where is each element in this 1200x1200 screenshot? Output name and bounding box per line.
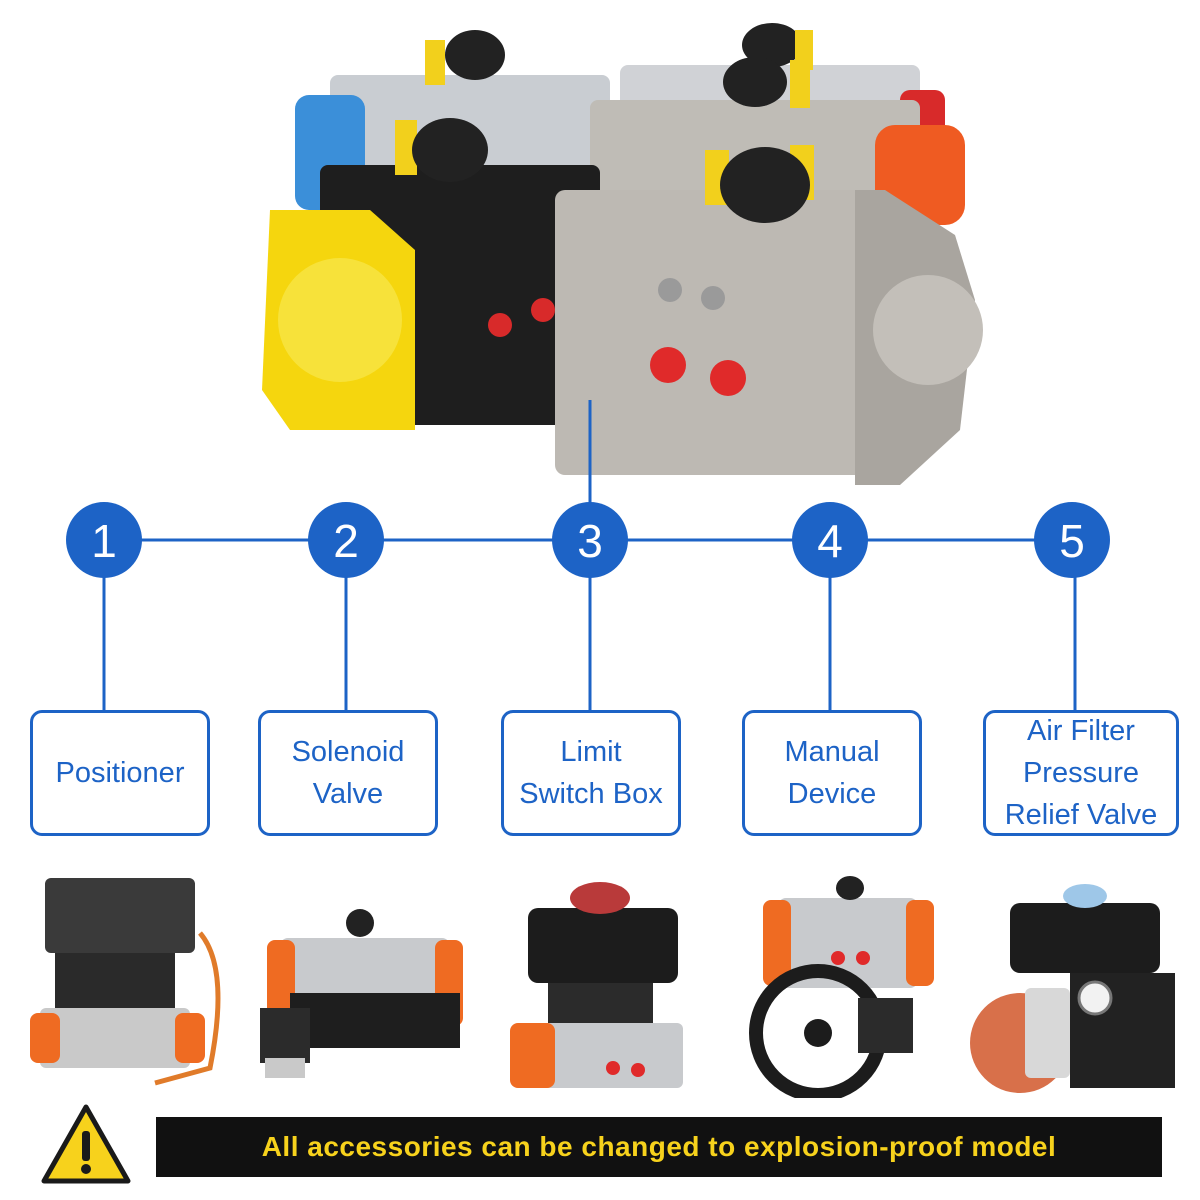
number-node-1: 1	[66, 502, 142, 578]
solenoid-valve-image	[260, 909, 463, 1078]
number-label-4: 4	[817, 515, 843, 567]
positioner-image	[30, 878, 221, 1086]
actuator-black-yellow	[262, 118, 600, 430]
actuator-silver	[555, 145, 983, 485]
number-label-2: 2	[333, 515, 359, 567]
label-box-positioner: Positioner	[30, 710, 210, 836]
manual-device-image	[749, 876, 934, 1098]
number-label-5: 5	[1059, 515, 1085, 567]
actuators-product-image	[262, 23, 983, 485]
number-node-4: 4	[792, 502, 868, 578]
number-node-5: 5	[1034, 502, 1110, 578]
number-label-3: 3	[577, 515, 603, 567]
limit-switch-box-image	[510, 882, 683, 1088]
label-box-manual-device: Manual Device	[742, 710, 922, 836]
label-box-limit-switch-box: Limit Switch Box	[501, 710, 681, 836]
number-node-2: 2	[308, 502, 384, 578]
number-circles: 1 2 3 4 5	[66, 502, 1110, 578]
banner-text: All accessories can be changed to explos…	[261, 1131, 1057, 1162]
warning-triangle-icon	[41, 1104, 131, 1184]
label-positioner: Positioner	[55, 757, 185, 789]
label-limit-switch-box: Limit Switch Box	[519, 736, 663, 810]
label-solenoid-valve: Solenoid Valve	[291, 736, 405, 810]
number-node-3: 3	[552, 502, 628, 578]
explosion-proof-banner: All accessories can be changed to explos…	[156, 1117, 1162, 1177]
label-box-air-filter: Air Filter Pressure Relief Valve	[983, 710, 1179, 836]
label-air-filter: Air Filter Pressure Relief Valve	[1004, 715, 1158, 831]
label-manual-device: Manual Device	[784, 736, 880, 810]
air-filter-image	[970, 884, 1175, 1093]
number-label-1: 1	[91, 515, 117, 567]
label-box-solenoid-valve: Solenoid Valve	[258, 710, 438, 836]
